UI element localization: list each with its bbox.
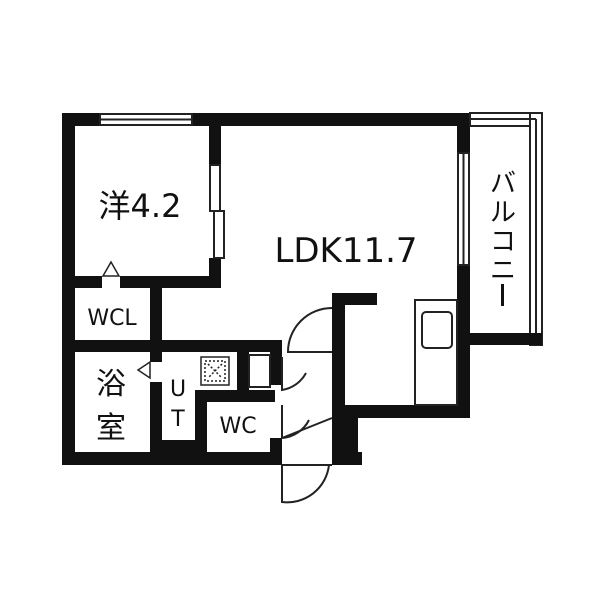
label-balcony-char: ル [490, 198, 516, 228]
door-entrance [281, 464, 331, 504]
window-top [99, 113, 193, 126]
label-balcony-char: バ [490, 169, 516, 199]
label-bath-1: 浴 [96, 367, 126, 402]
vent-marks [101, 260, 151, 380]
label-ldk: LDK11.7 [274, 231, 417, 271]
window-balcony [457, 152, 470, 266]
washer-pan [200, 356, 230, 386]
label-balcony: バ ル コ ニ [490, 169, 516, 306]
kitchen-sink [414, 299, 458, 406]
sliding-door-western [209, 164, 225, 259]
label-bath-2: 室 [96, 411, 126, 446]
door-storage [281, 357, 307, 392]
label-ut-2: T [170, 407, 185, 432]
balcony-long-vowel-mark [501, 284, 504, 306]
label-ut-1: U [170, 377, 186, 402]
interior-walls [62, 113, 377, 465]
door-swings [281, 307, 333, 504]
label-wc: WC [219, 414, 256, 439]
label-balcony-char: コ [490, 227, 516, 257]
storage-box [248, 354, 271, 388]
label-wcl: WCL [87, 306, 137, 331]
balcony [469, 112, 543, 346]
label-balcony-char: ニ [490, 256, 516, 286]
door-ldk [286, 307, 333, 353]
label-western-room: 洋4.2 [99, 187, 182, 225]
